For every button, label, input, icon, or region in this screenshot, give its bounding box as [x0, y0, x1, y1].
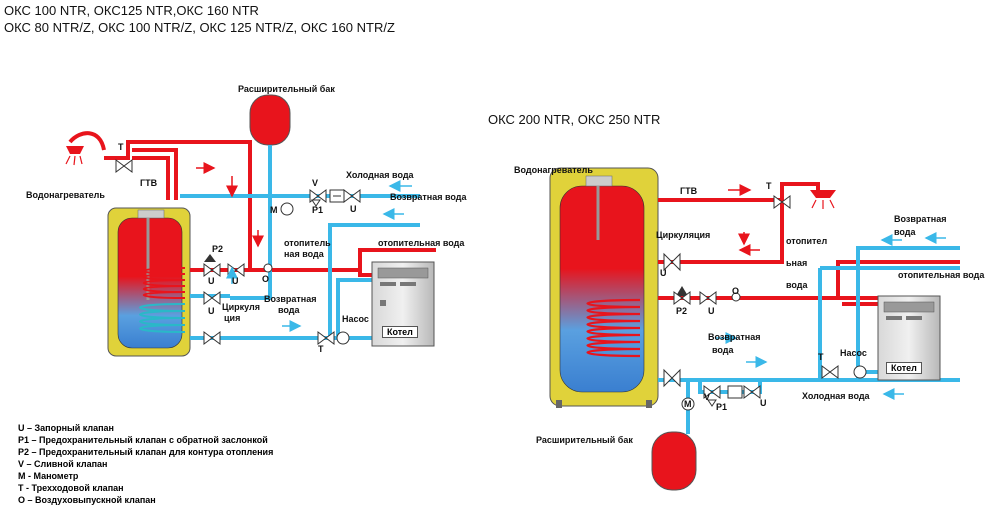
left-coil-lower [139, 303, 186, 333]
right-return-water-mid-label-1: Возвратная [708, 332, 761, 342]
right-hot-water-label: ГТВ [680, 186, 698, 196]
right-shower-head-icon [810, 190, 836, 209]
right-coil [586, 298, 641, 358]
left-shower-head-icon [65, 146, 84, 166]
left-t-top-label: T [118, 142, 124, 152]
right-return-water-top-label-2: вода [894, 227, 916, 237]
right-v-label: V [704, 392, 711, 402]
left-valves [115, 159, 361, 345]
right-expansion-tank-label: Расширительный бак [536, 435, 633, 445]
legend-item: T - Трехходовой клапан [18, 483, 124, 493]
left-boiler-label: Котел [382, 326, 418, 338]
right-p2-label: P2 [676, 306, 688, 316]
legend-item: O – Воздуховыпускной клапан [18, 495, 156, 505]
right-p2-valve [673, 286, 691, 305]
right-u-label-3: U [760, 398, 767, 408]
left-heating-water-pipe-label: отопительная вода [378, 238, 465, 248]
left-o-label: O [262, 274, 270, 284]
right-pump-label: Насос [840, 348, 867, 358]
header-title-line-2: ОКС 80 NTR/Z, ОКС 100 NTR/Z, ОКС 125 NTR… [4, 20, 395, 35]
left-return-water-top-label: Возвратная вода [390, 192, 467, 202]
left-m-label: M [270, 205, 278, 215]
right-o-label: O [732, 286, 740, 296]
right-check-valve [727, 385, 743, 399]
right-pump-icon [853, 365, 867, 379]
left-return-water-bottom-label-2: вода [278, 305, 300, 315]
right-manometer-icon [681, 397, 695, 411]
right-u-label-1: U [660, 268, 667, 278]
right-valves [663, 195, 839, 407]
right-water-heater-label: Водонагреватель [514, 165, 593, 175]
left-circulation-label-1: Циркуля [222, 302, 260, 312]
right-cold-water-label: Холодная вода [802, 391, 870, 401]
legend-item: P2 – Предохранительный клапан для контур… [18, 447, 274, 457]
left-u-label-3: U [232, 276, 239, 286]
left-cold-water-label: Холодная вода [346, 170, 414, 180]
right-air-valve-icon [731, 292, 741, 302]
left-heating-water-side-label-2: ная вода [284, 249, 324, 259]
left-check-valve [329, 189, 345, 203]
legend-item: V – Сливной клапан [18, 459, 108, 469]
left-hot-water-label: ГТВ [140, 178, 158, 188]
right-p1-label: P1 [716, 402, 728, 412]
legend-item: M - Манометр [18, 471, 79, 481]
right-heating-side-label-2: ьная [786, 258, 808, 268]
right-heating-side-label-3: вода [786, 280, 808, 290]
right-expansion-tank [651, 431, 697, 491]
left-u-label-2: U [208, 276, 215, 286]
legend-item: P1 – Предохранительный клапан с обратной… [18, 435, 268, 445]
right-water-heater-tank [549, 167, 659, 408]
left-v-label-top: V [312, 178, 319, 188]
legend: U – Запорный клапан P1 – Предохранительн… [18, 422, 273, 506]
right-boiler-label: Котел [886, 362, 922, 374]
left-flow-arrows [196, 162, 412, 332]
left-return-water-bottom-label-1: Возвратная [264, 294, 317, 304]
right-t-top-label: T [766, 181, 772, 191]
right-flow-arrows [716, 184, 946, 400]
right-t-bottom-label: T [818, 352, 824, 362]
right-title: ОКС 200 NTR, ОКС 250 NTR [488, 112, 661, 127]
left-expansion-tank [249, 94, 291, 198]
left-p2-label: P2 [212, 244, 224, 254]
right-heating-water-pipe-label: отопительная вода [898, 270, 985, 280]
left-circulation-label-2: ция [224, 313, 241, 323]
left-u-label-4: U [208, 306, 215, 316]
left-u-label-1: U [350, 204, 357, 214]
right-heating-side-label-1: отопител [786, 236, 828, 246]
right-return-water-top-label-1: Возвратная [894, 214, 947, 224]
left-water-heater-label: Водонагреватель [26, 190, 105, 200]
right-u-label-2: U [708, 306, 715, 316]
left-p1-label: P1 [312, 205, 324, 215]
right-m-label: M [684, 399, 692, 409]
right-circulation-label: Циркуляция [656, 230, 711, 240]
left-pump-label: Насос [342, 314, 369, 324]
header-title-line-1: ОКС 100 NTR, ОКС125 NTR,ОКС 160 NTR [4, 3, 259, 18]
left-p2-valve [204, 254, 216, 262]
left-manometer-icon [280, 202, 294, 216]
legend-item: U – Запорный клапан [18, 423, 114, 433]
left-pump-icon [336, 331, 350, 345]
right-return-water-mid-label-2: вода [712, 345, 734, 355]
left-t-bottom-label: T [318, 344, 324, 354]
left-expansion-tank-label: Расширительный бак [238, 84, 335, 94]
left-coil-upper [143, 267, 186, 299]
left-heating-water-side-label-1: отопитель [284, 238, 331, 248]
left-air-valve-icon [263, 263, 273, 273]
